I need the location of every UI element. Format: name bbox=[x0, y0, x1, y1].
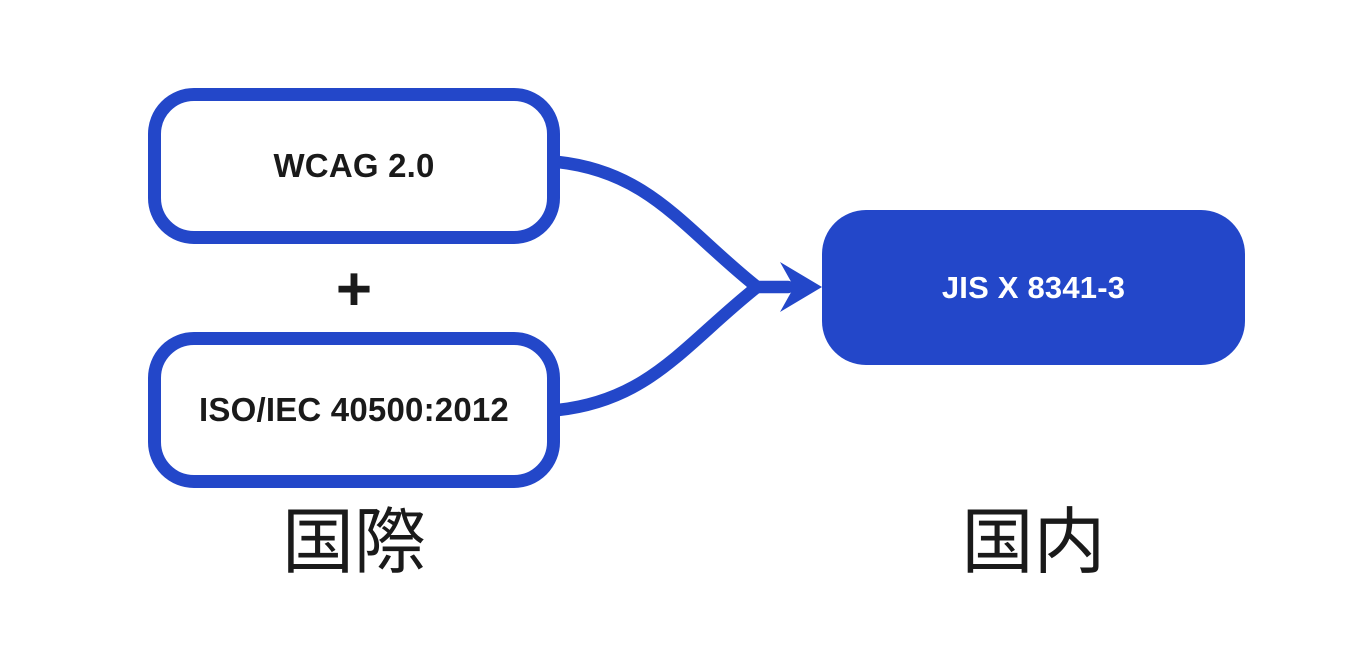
node-iso: ISO/IEC 40500:2012 bbox=[148, 332, 560, 488]
node-jis-label: JIS X 8341-3 bbox=[941, 269, 1126, 305]
caption-domestic: 国内 bbox=[961, 500, 1106, 584]
node-iso-label: ISO/IEC 40500:2012 bbox=[199, 391, 509, 428]
arrow-bottom-curve bbox=[551, 280, 764, 417]
arrow-head-icon bbox=[780, 262, 822, 312]
arrow-top-curve bbox=[551, 155, 764, 294]
node-jis: JIS X 8341-3 bbox=[822, 210, 1245, 365]
caption-international: 国際 bbox=[281, 500, 426, 584]
node-wcag: WCAG 2.0 bbox=[148, 88, 560, 244]
plus-operator: + bbox=[335, 255, 373, 324]
node-wcag-label: WCAG 2.0 bbox=[273, 147, 435, 184]
